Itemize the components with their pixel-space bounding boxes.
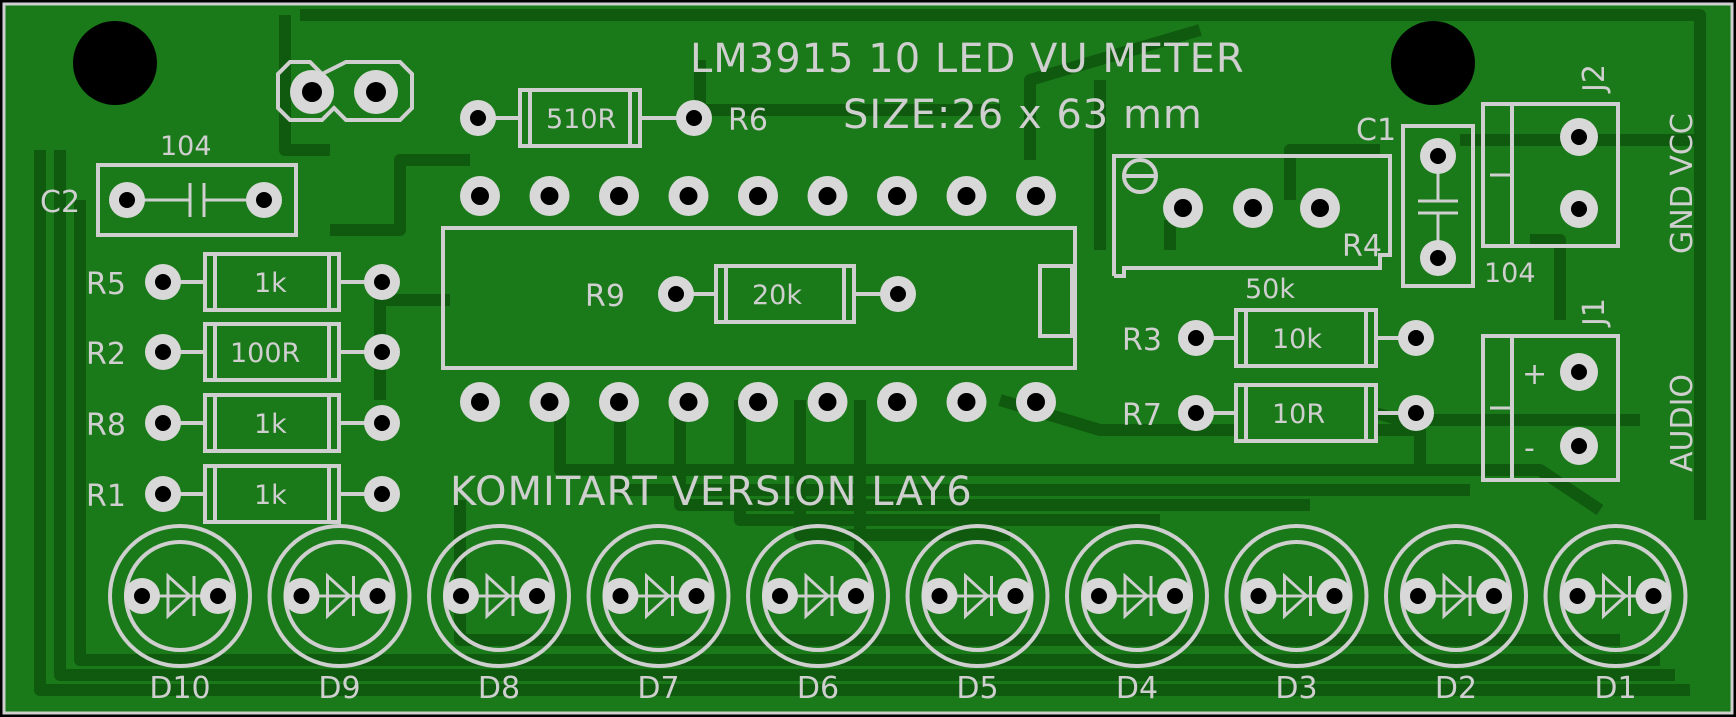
ic-pad-bottom-2 [529, 382, 570, 422]
ic-pad-bottom-6 [807, 382, 848, 422]
led-label: D3 [1275, 671, 1317, 706]
j2-ref: J2 [1577, 64, 1612, 94]
connector-j2: J2 GND VCC [1481, 64, 1700, 254]
ic-pad-top-7 [877, 176, 917, 216]
j1-ref: J1 [1577, 298, 1612, 328]
ic-pad-top-3 [599, 176, 639, 216]
ic-pad-bottom-4 [668, 382, 709, 422]
c2-value: 104 [160, 131, 212, 162]
r7-ref: R7 [1122, 398, 1162, 433]
ic-pad-bottom-1 [460, 382, 500, 422]
ic-pad-top-6 [807, 176, 848, 216]
ic-pad-bottom-5 [738, 382, 778, 422]
ic-pad-top-4 [668, 176, 709, 216]
led-d2: D2 [1384, 524, 1528, 706]
c1-ref: C1 [1356, 113, 1396, 148]
r1-value: 1k [254, 480, 287, 511]
resistor-r7: 10R R7 [1122, 383, 1434, 443]
connector-j1: + - J1 AUDIO [1481, 298, 1700, 482]
ic-pad-top-8 [946, 176, 987, 216]
mounting-hole-right [1391, 21, 1475, 105]
led-label: D4 [1116, 671, 1158, 706]
led-label: D9 [318, 671, 360, 706]
ic-lm3915-footprint [441, 176, 1077, 422]
r8-ref: R8 [86, 408, 126, 443]
r7-value: 10R [1272, 399, 1325, 430]
r2-value: 100R [230, 338, 300, 369]
board-title: LM3915 10 LED VU METER [690, 36, 1245, 82]
r8-value: 1k [254, 409, 287, 440]
r2-ref: R2 [86, 337, 126, 372]
ic-pad-bottom-7 [877, 382, 917, 422]
r4-value: 50k [1245, 274, 1295, 305]
ic-pad-bottom-8 [946, 382, 987, 422]
r9-ref: R9 [585, 279, 625, 314]
capacitor-c2: C2 104 [40, 131, 298, 237]
led-label: D6 [797, 671, 839, 706]
r3-ref: R3 [1122, 323, 1162, 358]
resistor-r1: 1k R1 [86, 464, 400, 524]
mounting-hole-left [73, 21, 157, 105]
ic-pads-top [460, 176, 1056, 216]
ic-pad-bottom-9 [1016, 382, 1056, 422]
led-row: D10 D9 D8 D7 D6 D5 D4 D3 D2 D1 [108, 524, 1688, 706]
led-d5: D5 [905, 524, 1050, 706]
board-size: SIZE:26 x 63 mm [843, 92, 1203, 138]
r1-ref: R1 [86, 479, 126, 514]
led-d4: D4 [1065, 524, 1209, 706]
resistor-r2: 100R R2 [86, 322, 400, 382]
c2-ref: C2 [40, 185, 80, 220]
ic-pad-top-2 [529, 176, 570, 216]
version-text: KOMITART VERSION LAY6 [450, 469, 973, 515]
c1-value: 104 [1484, 258, 1536, 289]
led-label: D7 [637, 671, 679, 706]
led-d1: D1 [1543, 524, 1688, 706]
ic-pad-bottom-3 [599, 382, 639, 422]
r5-ref: R5 [86, 267, 126, 302]
led-label: D10 [149, 671, 210, 706]
led-d6: D6 [746, 524, 890, 706]
resistor-r5: 1k R5 [86, 252, 400, 312]
ic-pad-top-5 [738, 176, 778, 216]
resistor-r6: 510R R6 [460, 88, 768, 148]
jumper-2pin [276, 60, 414, 122]
r6-value: 510R [546, 104, 616, 135]
r3-value: 10k [1272, 324, 1322, 355]
j1-plus: + [1522, 357, 1547, 392]
led-label: D8 [478, 671, 520, 706]
r9-value: 20k [752, 280, 802, 311]
r6-ref: R6 [728, 103, 768, 138]
resistor-r3: 10k R3 [1122, 308, 1434, 368]
led-label: D1 [1594, 671, 1636, 706]
ic-pad-top-9 [1016, 176, 1056, 216]
led-d3: D3 [1224, 524, 1369, 706]
j2-label: GND VCC [1665, 113, 1700, 254]
capacitor-c1: C1 104 [1356, 113, 1536, 289]
ic-pads-bottom [460, 382, 1056, 422]
resistor-r8: 1k R8 [86, 393, 400, 453]
led-d8: D8 [427, 524, 571, 706]
led-label: D2 [1435, 671, 1477, 706]
r5-value: 1k [254, 268, 287, 299]
led-d9: D9 [267, 524, 412, 706]
trimmer-r4: R4 50k [1112, 154, 1392, 305]
ic-pad-top-1 [460, 176, 500, 216]
led-d10: D10 [108, 524, 252, 706]
j1-label: AUDIO [1665, 374, 1700, 472]
j1-minus: - [1524, 431, 1535, 466]
led-d7: D7 [586, 524, 731, 706]
led-label: D5 [956, 671, 998, 706]
r4-ref: R4 [1342, 229, 1382, 264]
resistor-r9: 20k R9 [585, 264, 916, 324]
